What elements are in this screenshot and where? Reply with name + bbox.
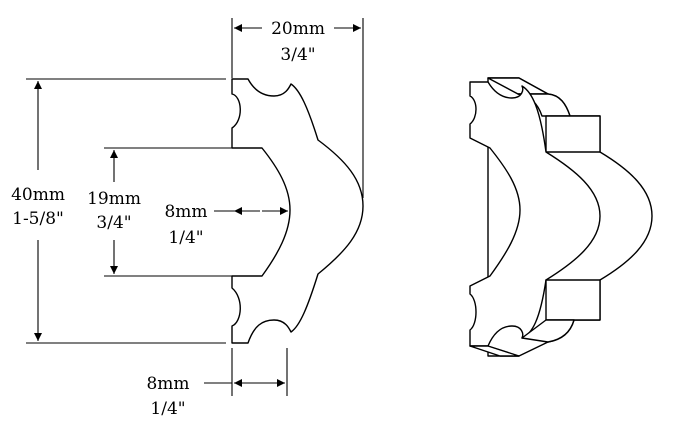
profile-outline (231, 78, 364, 344)
iso-bottom-bead (521, 319, 575, 343)
dim-base-depth: 8mm 1/4" (146, 348, 288, 419)
dim-width-imperial: 3/4" (280, 45, 315, 65)
dim-cove-height-metric: 19mm (87, 189, 141, 209)
dim-height: 40mm 1-5/8" (11, 78, 226, 344)
dim-height-imperial: 1-5/8" (12, 209, 64, 229)
dim-width-metric: 20mm (271, 19, 325, 39)
dim-height-metric: 40mm (11, 185, 65, 205)
dim-base-depth-metric: 8mm (146, 374, 189, 394)
iso-bottom-step (545, 279, 601, 321)
dim-cove-depth-metric: 8mm (164, 202, 207, 222)
dim-cove-height: 19mm 3/4" (87, 147, 260, 277)
isometric-view (469, 77, 653, 357)
dim-width: 20mm 3/4" (231, 18, 364, 198)
profile-section (231, 78, 364, 344)
dim-base-depth-imperial: 1/4" (150, 399, 185, 419)
dim-cove-depth-imperial: 1/4" (168, 228, 203, 248)
dim-cove-depth: 8mm 1/4" (164, 202, 288, 248)
iso-edge (487, 345, 520, 357)
dim-cove-height-imperial: 3/4" (96, 213, 131, 233)
iso-top-step (545, 115, 601, 153)
